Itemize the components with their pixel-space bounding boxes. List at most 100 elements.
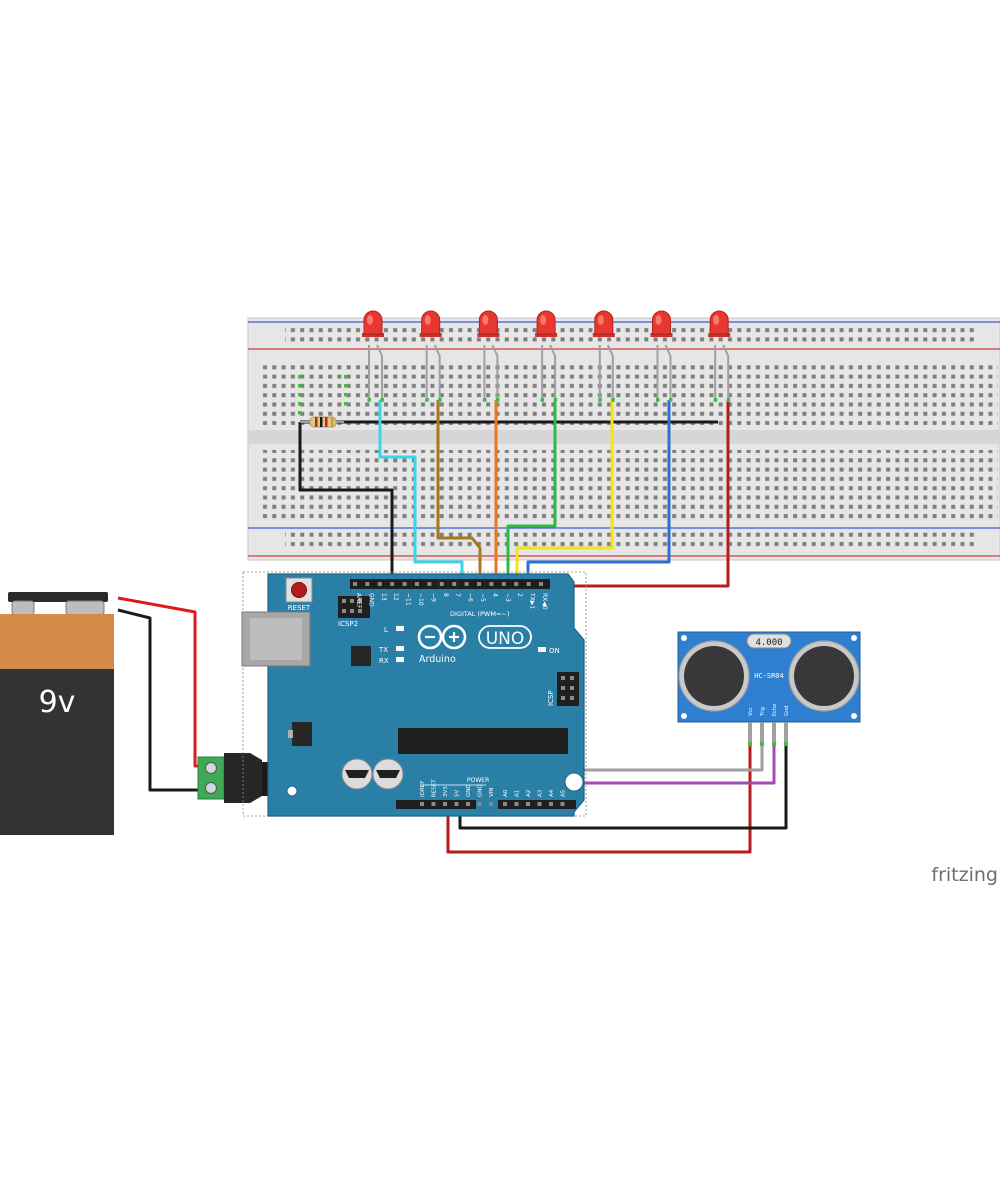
resistor — [300, 416, 344, 428]
pin-label: ~9 — [429, 593, 436, 602]
wire-battery-negative — [117, 608, 208, 792]
battery-top — [0, 614, 114, 669]
fritzing-watermark: fritzing — [931, 864, 998, 886]
led — [477, 310, 500, 402]
header-pin — [377, 582, 382, 586]
atmega-chip — [398, 728, 568, 754]
led-tx-label: TX — [378, 646, 388, 654]
header-pin — [439, 582, 444, 586]
power-label: POWER — [467, 777, 489, 784]
led-on — [538, 647, 546, 652]
header-pin — [501, 582, 506, 586]
icsp-header — [557, 672, 579, 706]
led-l-label: L — [384, 626, 388, 634]
led-rx-label: RX — [379, 657, 389, 665]
pin-label: A3 — [538, 789, 544, 797]
analog-header — [498, 800, 576, 809]
capacitor — [341, 758, 373, 790]
center-channel — [248, 430, 1000, 444]
header-pin — [452, 582, 457, 586]
led — [592, 310, 615, 402]
header-pin — [489, 582, 494, 586]
battery-body — [0, 669, 114, 835]
transducer-left — [678, 640, 750, 712]
pin-label: 3V3 — [443, 786, 449, 797]
header-pin — [466, 802, 470, 806]
header-pin — [477, 582, 481, 586]
pin-label: RESET — [432, 779, 438, 797]
led-rx — [396, 657, 404, 662]
header-pin — [431, 802, 436, 806]
led-tx — [396, 646, 404, 651]
battery: 9v — [0, 592, 114, 835]
pin-label: A4 — [549, 789, 555, 797]
header-pin — [489, 802, 493, 806]
battery-label: 9v — [39, 685, 76, 720]
led — [419, 310, 442, 402]
pin-label: 7 — [454, 593, 461, 597]
arduino-brand-label: Arduino — [419, 654, 456, 665]
sensor-pin — [772, 722, 776, 744]
header-pin — [549, 802, 553, 806]
sensor-pin — [760, 722, 764, 744]
arduino-board — [267, 573, 585, 817]
pin-label: ~5 — [479, 593, 486, 602]
power-header — [396, 800, 476, 809]
header-pin — [526, 802, 530, 806]
led — [362, 310, 384, 402]
header-pin — [477, 802, 482, 806]
header-pin — [390, 582, 395, 586]
icsp-label: ICSP — [547, 690, 555, 706]
sensor-pin-label: Vcc — [748, 707, 754, 716]
bottom-terminal-holes — [258, 450, 998, 520]
pin-label: RX◀0 — [541, 593, 548, 610]
header-pin — [454, 802, 459, 806]
pin-label: ~6 — [467, 593, 474, 602]
header-pin — [402, 582, 407, 586]
wire-led2-brown — [436, 400, 482, 588]
header-pin — [503, 802, 507, 806]
wire-led4-green — [506, 400, 557, 588]
usb-chip — [351, 646, 371, 666]
arduino-logo-icon — [417, 624, 467, 650]
header-pin — [365, 582, 370, 586]
header-pin — [353, 582, 357, 586]
wire-sensor-gnd — [458, 742, 788, 830]
sensor-pin-label: Echo — [772, 704, 778, 716]
top-power-rail-holes — [285, 326, 975, 345]
uno-label: UNO — [486, 629, 525, 649]
wire-battery-positive — [117, 596, 212, 768]
pin-label: IOREF — [420, 781, 426, 797]
pin-label: A5 — [561, 789, 567, 797]
pin-label: 12 — [392, 593, 399, 601]
wire-ground-to-arduino — [298, 422, 394, 588]
pin-label: A0 — [503, 789, 509, 797]
crystal-label: 4.000 — [755, 638, 782, 648]
pin-label: ~3 — [504, 593, 511, 602]
header-pin — [443, 802, 447, 806]
led — [708, 310, 731, 402]
led-on-label: ON — [549, 647, 560, 655]
highlighted-holes — [298, 375, 348, 415]
header-pin — [526, 582, 531, 586]
sensor-pin — [784, 722, 788, 744]
pin-label: GND — [478, 784, 484, 797]
pin-label: ~11 — [405, 593, 412, 606]
crystal — [746, 633, 792, 649]
wire-led7-red — [538, 400, 730, 588]
icsp2-header — [338, 596, 370, 618]
pin-label: 5V — [455, 790, 461, 797]
led-l — [396, 626, 404, 631]
arduino-bounding-box — [242, 571, 587, 817]
pin-label: GND — [466, 784, 472, 797]
led — [650, 310, 673, 402]
pin-label: ~10 — [417, 593, 424, 606]
capacitor — [372, 758, 404, 790]
wire-led5-yellow — [515, 400, 614, 588]
pin-label: VIN — [489, 788, 495, 798]
pin-label: A2 — [526, 790, 532, 797]
breadboard — [247, 317, 1000, 561]
